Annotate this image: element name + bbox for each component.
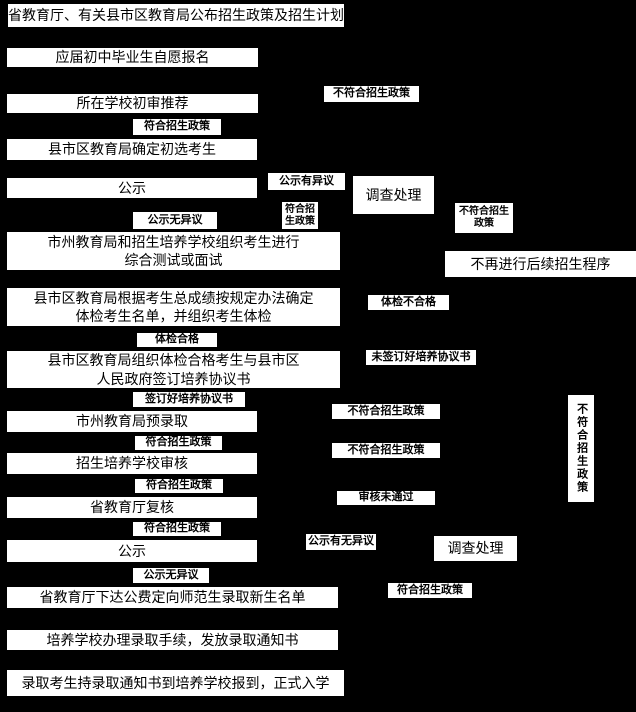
edge-label-not-conform-policy-2: 不符合招生 政策: [455, 203, 513, 233]
flow-node-enrollment: 录取考生持录取通知书到培养学校报到，正式入学: [7, 670, 344, 696]
edge-label-notice-no-objection-1: 公示无异议: [133, 212, 217, 229]
flow-node-terminate-process: 不再进行后续招生程序: [445, 251, 636, 277]
flow-node-provincial-recheck: 省教育厅复核: [7, 497, 257, 518]
flow-node-comprehensive-test: 市州教育局和招生培养学校组织考生进行 综合测试或面试: [7, 232, 340, 270]
edge-label-conform-policy-2: 符合招 生政策: [282, 202, 318, 229]
edge-label-conform-policy-1: 符合招生政策: [133, 119, 221, 135]
flow-node-school-initial-review: 所在学校初审推荐: [7, 94, 258, 113]
edge-label-conform-policy-4: 符合招生政策: [135, 479, 223, 493]
flow-node-voluntary-apply: 应届初中毕业生自愿报名: [7, 48, 258, 67]
edge-label-not-conform-policy-vertical: 不符合招生政策: [568, 395, 594, 502]
flow-node-admission-list: 省教育厅下达公费定向师范生录取新生名单: [7, 587, 338, 608]
edge-label-exam-fail: 体检不合格: [368, 295, 449, 310]
flow-node-investigate-2: 调查处理: [434, 536, 517, 561]
edge-label-agreement-not-signed: 未签订好培养协议书: [366, 350, 476, 365]
edge-label-audit-fail: 审核未通过: [337, 491, 435, 505]
flow-node-admission-notice: 培养学校办理录取手续，发放录取通知书: [7, 630, 338, 650]
flow-node-physical-exam: 县市区教育局根据考生总成绩按规定办法确定 体检考生名单，并组织考生体检: [7, 288, 340, 326]
edge-label-notice-no-objection-2: 公示无异议: [133, 568, 209, 583]
flow-node-publish-policy: 省教育厅、有关县市区教育局公布招生政策及招生计划: [8, 4, 344, 27]
flow-node-public-notice-2: 公示: [7, 540, 257, 562]
edge-label-agreement-signed: 签订好培养协议书: [133, 392, 245, 407]
flow-node-training-school-audit: 招生培养学校审核: [7, 453, 257, 474]
edge-label-notice-has-objection: 公示有无异议: [306, 534, 376, 550]
flow-node-public-notice-1: 公示: [7, 178, 257, 198]
flow-node-initial-selection: 县市区教育局确定初选考生: [7, 139, 257, 160]
edge-label-not-conform-policy-1: 不符合招生政策: [324, 86, 419, 102]
edge-label-conform-policy-6: 符合招生政策: [388, 583, 472, 598]
flow-node-sign-agreement: 县市区教育局组织体检合格考生与县市区 人民政府签订培养协议书: [7, 351, 340, 388]
edge-label-conform-policy-5: 符合招生政策: [133, 522, 221, 536]
flow-node-pre-admission: 市州教育局预录取: [7, 411, 257, 432]
edge-label-not-conform-policy-4: 不符合招生政策: [332, 443, 440, 458]
edge-label-not-conform-policy-3: 不符合招生政策: [332, 404, 440, 419]
flow-node-investigate-1: 调查处理: [353, 176, 434, 214]
edge-label-notice-objection: 公示有异议: [268, 173, 345, 190]
edge-label-conform-policy-3: 符合招生政策: [135, 436, 222, 450]
edge-label-exam-pass: 体检合格: [137, 333, 217, 347]
